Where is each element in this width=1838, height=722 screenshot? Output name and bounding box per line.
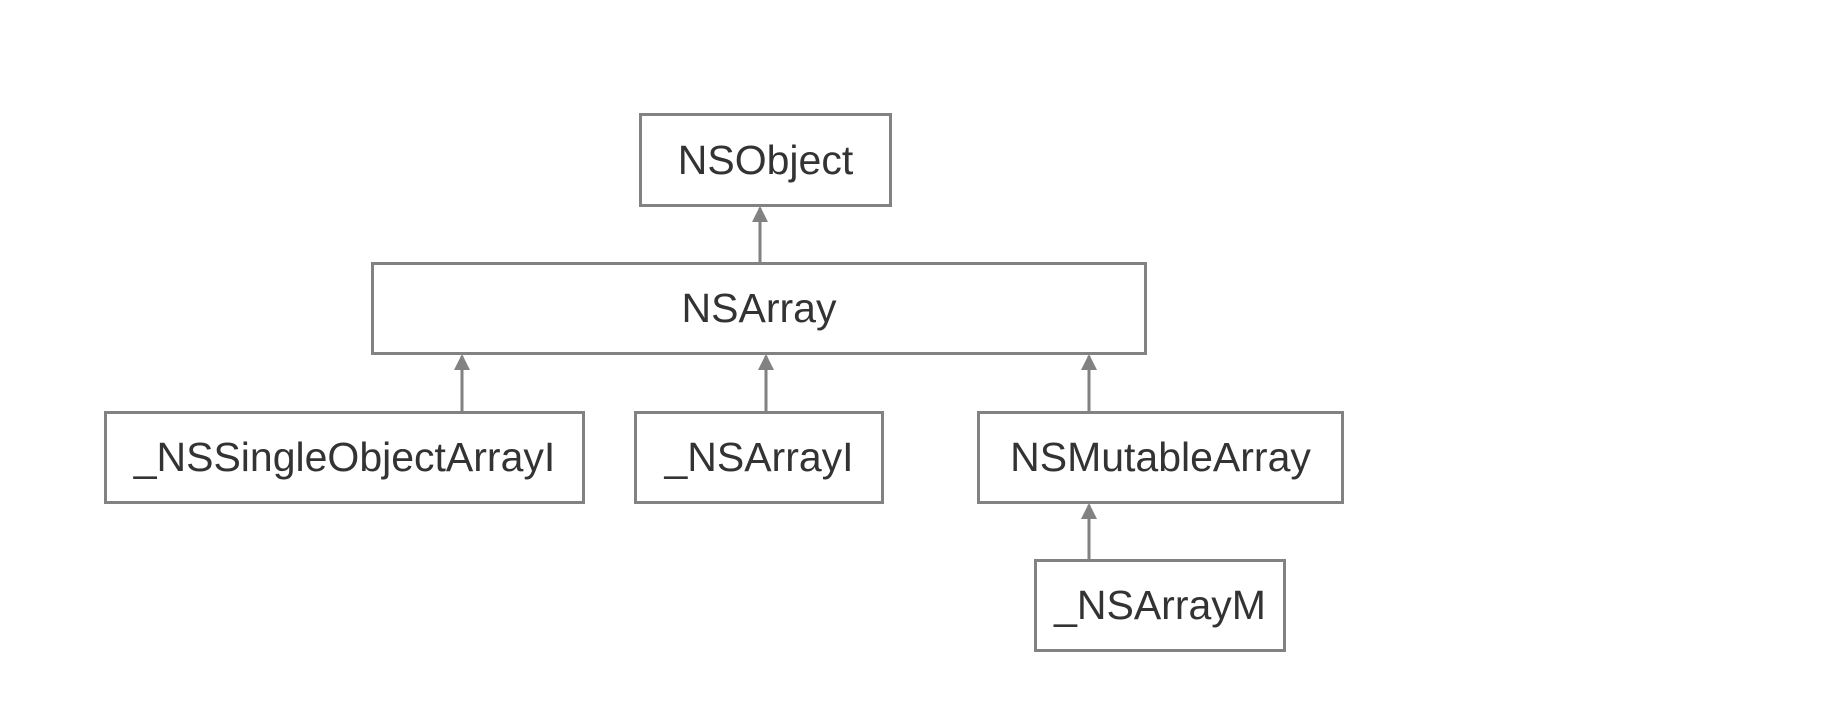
arrowhead-nsarray-middle [758, 354, 774, 370]
node-nsarray: NSArray [371, 262, 1147, 355]
arrowhead-nsobject [752, 206, 768, 222]
node-nsarraym: _NSArrayM [1034, 559, 1286, 652]
node-label: _NSArrayM [1054, 582, 1266, 628]
arrowhead-mutable [1081, 503, 1097, 519]
node-label: _NSArrayI [664, 434, 854, 480]
node-label: NSArray [681, 285, 837, 331]
node-label: NSObject [677, 136, 854, 183]
node-label: _NSSingleObjectArrayI [133, 434, 556, 480]
arrowhead-nsarray-right [1081, 354, 1097, 370]
arrowhead-nsarray-left [454, 354, 470, 370]
node-nssingleobjectarrayi: _NSSingleObjectArrayI [104, 411, 585, 504]
node-nsmutablearray: NSMutableArray [977, 411, 1344, 504]
node-nsarrayi: _NSArrayI [634, 411, 884, 504]
node-label: NSMutableArray [1010, 434, 1311, 480]
node-nsobject: NSObject [639, 113, 892, 207]
